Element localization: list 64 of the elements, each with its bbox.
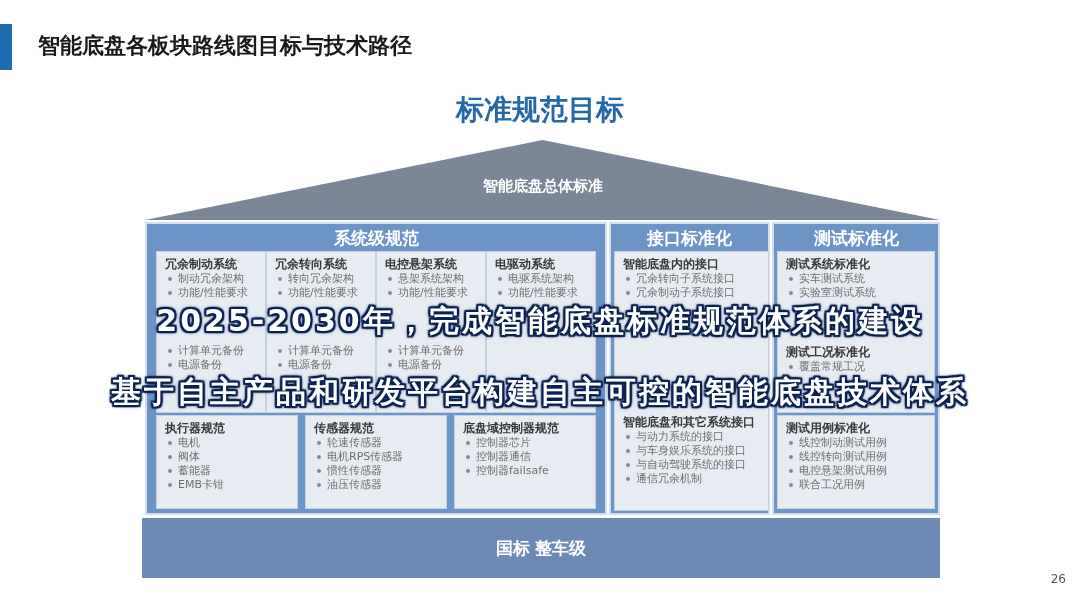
card-heading: 测试用例标准化 — [786, 420, 870, 436]
list-item: 实验室测试系统 — [799, 286, 876, 300]
list-item: 计算单元备份 — [178, 344, 244, 358]
list-item: EMB卡钳 — [178, 478, 224, 492]
list-item: 联合工况用例 — [799, 478, 865, 492]
list-item: 惯性传感器 — [327, 464, 382, 478]
card-heading: 智能底盘内的接口 — [623, 256, 719, 272]
card-heading: 电控悬架系统 — [385, 256, 457, 272]
list-item: 与车身娱乐系统的接口 — [636, 444, 746, 458]
list-item: 轮速传感器 — [327, 436, 382, 450]
card-heading: 执行器规范 — [165, 420, 225, 436]
spec-card — [455, 416, 595, 508]
page-number: 26 — [1050, 572, 1066, 586]
panel-heading: 测试标准化 — [813, 227, 899, 249]
section-heading: 标准规范目标 — [456, 92, 624, 128]
list-item: 电机RPS传感器 — [327, 450, 404, 464]
list-item: 电源备份 — [288, 358, 332, 372]
card-heading: 测试工况标准化 — [786, 344, 870, 360]
panel-heading: 接口标准化 — [647, 227, 732, 249]
roof-shape — [145, 140, 940, 220]
list-item: 与自动驾驶系统的接口 — [636, 458, 746, 472]
slide-title: 智能底盘各板块路线图目标与技术路径 — [38, 32, 412, 60]
list-item: 电驱系统架构 — [508, 272, 574, 286]
list-item: 油压传感器 — [327, 478, 382, 492]
list-item: 悬架系统架构 — [398, 272, 464, 286]
list-item: 蓄能器 — [178, 464, 211, 478]
list-item: 功能/性能要求 — [178, 286, 248, 300]
list-item: 功能/性能要求 — [508, 286, 578, 300]
list-item: 线控制动测试用例 — [799, 436, 887, 450]
card-heading: 传感器规范 — [314, 420, 374, 436]
list-item: 冗余转向子系统接口 — [636, 272, 735, 286]
spec-card — [778, 416, 934, 508]
list-item: 电源备份 — [398, 358, 442, 372]
card-heading: 冗余制动系统 — [165, 256, 237, 272]
list-item: 通信冗余机制 — [636, 472, 702, 486]
card-heading: 测试系统标准化 — [786, 256, 870, 272]
list-item: 功能/性能要求 — [288, 286, 358, 300]
list-item: 控制器通信 — [476, 450, 531, 464]
list-item: 控制器芯片 — [476, 436, 531, 450]
base-band — [142, 518, 940, 578]
list-item: 功能/性能要求 — [398, 286, 468, 300]
list-item: 覆盖常规工况 — [799, 360, 865, 374]
list-item: 电控悬架测试用例 — [799, 464, 887, 478]
card-heading: 冗余转向系统 — [275, 256, 347, 272]
list-item: 阀体 — [178, 450, 200, 464]
list-item: 与动力系统的接口 — [636, 430, 724, 444]
base-label: 国标 整车级 — [495, 537, 587, 559]
list-item: 实车测试系统 — [799, 272, 865, 286]
list-item: 冗余制动子系统接口 — [636, 286, 735, 300]
panel-heading: 系统级规范 — [333, 227, 419, 249]
list-item: 线控转向测试用例 — [799, 450, 887, 464]
list-item: 电机 — [178, 436, 200, 450]
spec-card — [306, 416, 446, 508]
list-item: 电源备份 — [178, 358, 222, 372]
spec-card — [157, 416, 297, 508]
roof-label: 智能底盘总体标准 — [482, 176, 603, 196]
list-item: 计算单元备份 — [288, 344, 354, 358]
list-item: 控制器failsafe — [476, 464, 549, 478]
card-heading: 电驱动系统 — [495, 256, 555, 272]
list-item: 制动冗余架构 — [178, 272, 244, 286]
list-item: 计算单元备份 — [398, 344, 464, 358]
card-heading: 底盘域控制器规范 — [463, 420, 559, 436]
list-item: 转向冗余架构 — [288, 272, 354, 286]
card-heading: 智能底盘和其它系统接口 — [623, 414, 755, 430]
